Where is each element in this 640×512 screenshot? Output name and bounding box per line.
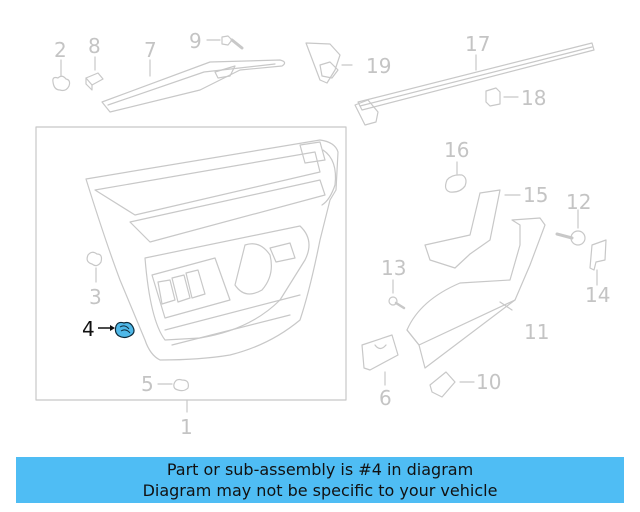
callout-4: 4 [82,317,95,341]
callout-6: 6 [379,386,392,410]
callout-7: 7 [144,38,157,62]
diagram-drawing [35,35,607,413]
info-banner: Part or sub-assembly is #4 in diagram Di… [16,457,624,503]
callout-8: 8 [88,34,101,58]
callout-11: 11 [524,320,550,344]
callout-18: 18 [521,86,547,110]
callout-3: 3 [89,285,102,309]
callout-10: 10 [476,370,502,394]
parts-diagram: 1 2 3 4 5 6 7 8 9 10 11 12 13 14 15 16 1… [35,29,611,439]
callout-19: 19 [366,54,392,78]
callout-14: 14 [585,283,611,307]
part-4-highlight [98,321,135,339]
banner-line-disclaimer: Diagram may not be specific to your vehi… [142,481,498,500]
callout-16: 16 [444,138,470,162]
callout-17: 17 [465,32,491,56]
callout-9: 9 [189,29,202,53]
callout-1: 1 [180,415,193,439]
assembly-box [35,126,347,401]
callout-5: 5 [141,372,154,396]
callout-12: 12 [566,190,592,214]
callout-2: 2 [54,38,67,62]
callout-15: 15 [523,183,549,207]
banner-line-part: Part or sub-assembly is #4 in diagram [166,460,474,479]
callout-13: 13 [381,256,407,280]
door-panel [85,139,339,361]
